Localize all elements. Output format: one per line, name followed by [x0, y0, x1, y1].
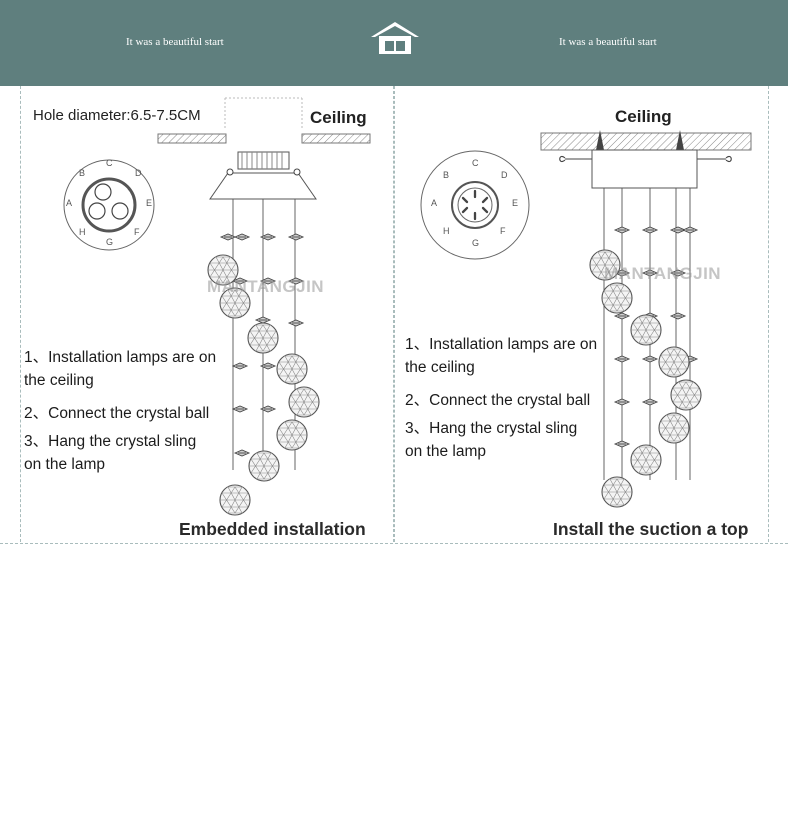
right-ceiling-label: Ceiling — [615, 107, 672, 126]
dial-letter: F — [500, 226, 506, 236]
dial-letter: A — [431, 198, 438, 208]
dial-letter: E — [512, 198, 519, 208]
right-step-line: 3、Hang the crystal sling — [405, 420, 578, 437]
right-step-line: 1、Installation lamps are on — [405, 336, 598, 353]
left-caption: Embedded installation — [179, 519, 366, 539]
right-watermark: MANTANGJIN — [604, 264, 722, 283]
right-caption: Install the suction a top — [553, 519, 749, 539]
dial-letter: E — [146, 198, 153, 208]
left-step-line: 2、Connect the crystal ball — [24, 405, 210, 422]
dial-letter: D — [135, 168, 142, 178]
right-mount-dial — [420, 150, 530, 260]
dial-letter: H — [79, 227, 86, 237]
left-mount-dial — [63, 159, 155, 251]
right-step-line: 2、Connect the crystal ball — [405, 392, 591, 409]
dial-letter: B — [443, 170, 450, 180]
right-panel-frame — [393, 86, 769, 542]
left-step-line: the ceiling — [24, 372, 94, 389]
dial-letter: C — [472, 158, 479, 168]
dial-letter: G — [472, 238, 480, 248]
dial-letter: C — [106, 158, 113, 168]
dial-letter: D — [501, 170, 508, 180]
banner-left-text: It was a beautiful start — [126, 36, 224, 48]
left-step-line: 1、Installation lamps are on — [24, 349, 217, 366]
left-step-line: 3、Hang the crystal sling — [24, 433, 197, 450]
left-watermark: MANTANGJIN — [207, 277, 325, 296]
house-icon — [371, 22, 419, 54]
hole-diameter-label: Hole diameter:6.5-7.5CM — [33, 107, 201, 124]
header-banner: It was a beautiful start It was a beauti… — [0, 0, 788, 86]
dial-letter: F — [134, 227, 140, 237]
right-step-line: the ceiling — [405, 359, 475, 376]
bottom-divider — [0, 543, 788, 544]
dial-letter: B — [79, 168, 86, 178]
left-ceiling-label: Ceiling — [310, 108, 367, 127]
left-step-line: on the lamp — [24, 456, 105, 473]
left-panel-frame — [20, 86, 395, 542]
dial-letter: H — [443, 226, 450, 236]
dial-letter: G — [106, 237, 114, 247]
installation-drawing — [63, 97, 752, 516]
right-step-line: on the lamp — [405, 443, 486, 460]
dial-letter: A — [66, 198, 73, 208]
banner-right-text: It was a beautiful start — [559, 36, 657, 48]
